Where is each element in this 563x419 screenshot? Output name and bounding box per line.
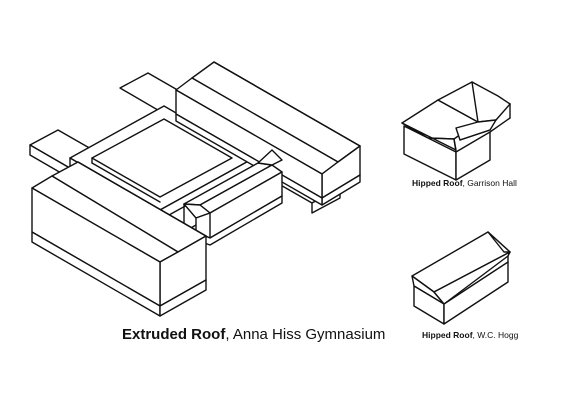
garrison-hall-drawing (401, 81, 511, 181)
caption-title: Extruded Roof (122, 326, 226, 343)
extruded-roof-caption: Extruded Roof, Anna Hiss Gymnasium (122, 326, 385, 343)
wc-hogg-drawing (411, 231, 511, 325)
caption-title: Hipped Roof (412, 178, 463, 188)
front-block (31, 161, 207, 317)
caption-title: Hipped Roof (422, 330, 473, 340)
right-block (175, 61, 361, 206)
wc-hogg-caption: Hipped Roof, W.C. Hogg (422, 330, 518, 340)
garrison-hall-caption: Hipped Roof, Garrison Hall (412, 178, 517, 188)
caption-subtitle: , Garrison Hall (462, 178, 517, 188)
extruded-roof-drawing (29, 61, 361, 317)
middle-block (183, 149, 283, 246)
caption-subtitle: , W.C. Hogg (472, 330, 519, 340)
caption-subtitle: , Anna Hiss Gymnasium (225, 326, 386, 343)
